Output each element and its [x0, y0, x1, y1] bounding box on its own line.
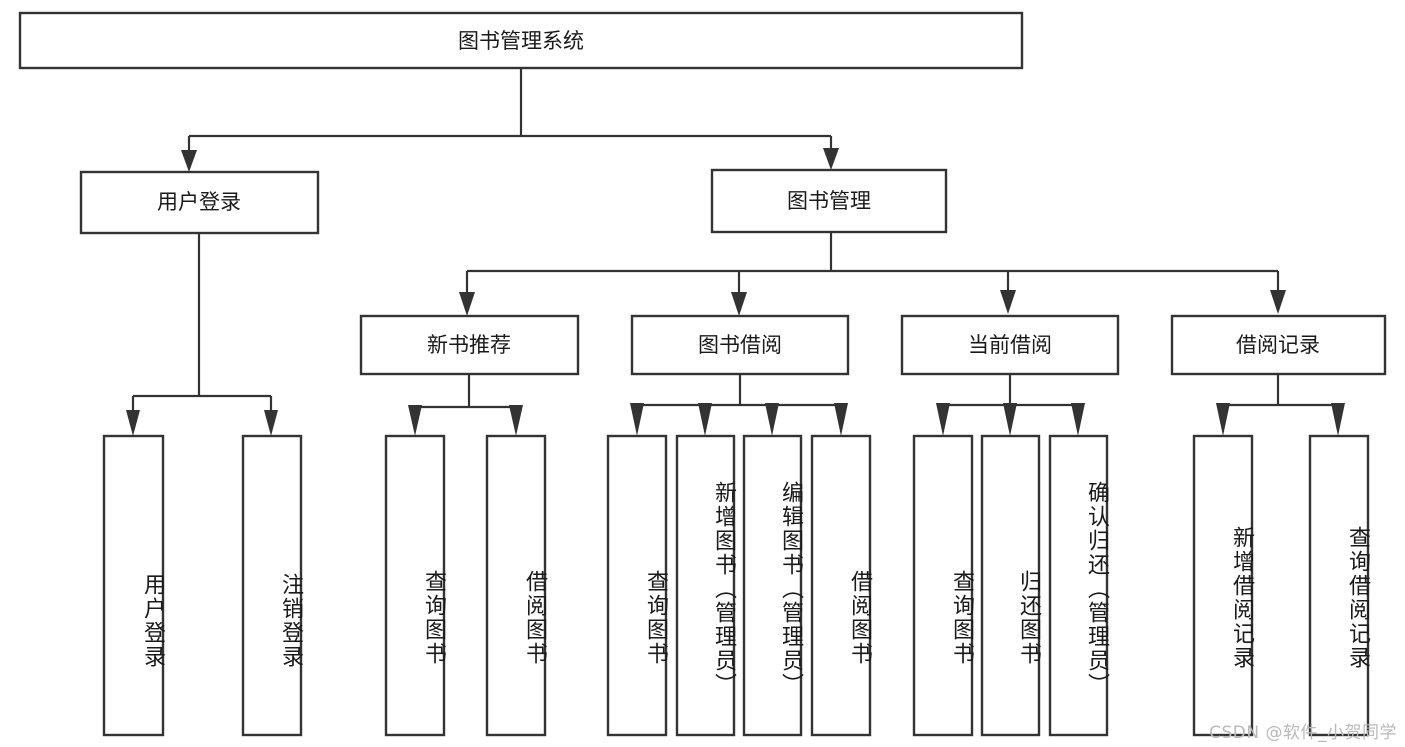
- leaf-query-book-2-box[interactable]: [606, 434, 668, 737]
- root-box[interactable]: [18, 11, 1024, 70]
- arrow-head-leaf-return-book: [1003, 403, 1017, 436]
- new-book-recommend-box[interactable]: [359, 314, 580, 376]
- leaf-borrow-book-2-box[interactable]: [810, 434, 872, 737]
- leaf-user-login-box[interactable]: [102, 434, 165, 737]
- arrow-head-leaf-edit-book: [765, 403, 779, 436]
- arrow-head-leaf-confirm-return: [1071, 403, 1085, 436]
- arrow-head-leaf-user-login: [126, 410, 140, 436]
- connector-group: [126, 68, 1345, 436]
- node-root[interactable]: 图书管理系统: [18, 11, 1024, 70]
- borrow-record-label: 借阅记录: [1236, 333, 1320, 357]
- arrow-head-leaf-borrow-book-1: [509, 405, 523, 436]
- leaf-user-logout-box[interactable]: [241, 434, 303, 737]
- arrow-head-new-book: [459, 292, 475, 316]
- leaf-query-record-box[interactable]: [1308, 434, 1370, 737]
- book-manage-box[interactable]: [710, 168, 948, 234]
- user-login-box[interactable]: [79, 170, 320, 235]
- arrow-head-leaf-borrow-book-2: [834, 403, 848, 436]
- arrow-head-leaf-add-record: [1216, 403, 1230, 436]
- leaf-query-book-1-box[interactable]: [384, 434, 446, 737]
- arrow-head-borrow-record: [1270, 290, 1286, 314]
- arrow-head-leaf-query-book-3: [936, 403, 950, 436]
- node-new-book-recommend[interactable]: 新书推荐: [359, 314, 580, 376]
- arrow-head-leaf-add-book: [698, 403, 712, 436]
- leaf-query-book-3-box[interactable]: [912, 434, 974, 737]
- arrow-head-leaf-query-book-1: [408, 405, 422, 436]
- node-current-borrow[interactable]: 当前借阅: [900, 314, 1120, 376]
- leaf-edit-book-box[interactable]: [742, 434, 803, 737]
- node-book-borrow[interactable]: 图书借阅: [630, 314, 850, 376]
- node-borrow-record[interactable]: 借阅记录: [1170, 314, 1387, 376]
- book-borrow-label: 图书借阅: [698, 333, 782, 357]
- arrow-head-leaf-query-record: [1331, 403, 1345, 436]
- arrow-head-user-login: [181, 150, 197, 172]
- book-manage-label: 图书管理: [787, 189, 871, 213]
- node-book-manage[interactable]: 图书管理: [710, 168, 948, 234]
- current-borrow-box[interactable]: [900, 314, 1120, 376]
- arrow-head-book-manage: [823, 148, 839, 170]
- current-borrow-label: 当前借阅: [968, 333, 1052, 357]
- arrow-head-leaf-user-logout: [264, 410, 278, 436]
- new-book-recommend-label: 新书推荐: [427, 333, 511, 357]
- node-user-login[interactable]: 用户登录: [79, 170, 320, 235]
- leaf-return-book-box[interactable]: [980, 434, 1041, 737]
- arrow-head-current-borrow: [1000, 290, 1016, 314]
- csdn-watermark: CSDN @软件_小贺同学: [1209, 723, 1397, 743]
- user-login-label: 用户登录: [157, 190, 241, 214]
- arrow-head-book-borrow: [731, 292, 747, 316]
- leaf-confirm-return-box[interactable]: [1048, 434, 1109, 737]
- arrow-head-leaf-query-book-2: [630, 403, 644, 436]
- root-label: 图书管理系统: [458, 29, 584, 53]
- book-borrow-box[interactable]: [630, 314, 850, 376]
- leaf-add-book-box[interactable]: [675, 434, 736, 737]
- leaf-borrow-book-1-box[interactable]: [485, 434, 547, 737]
- leaf-add-record-box[interactable]: [1192, 434, 1254, 737]
- borrow-record-box[interactable]: [1170, 314, 1387, 376]
